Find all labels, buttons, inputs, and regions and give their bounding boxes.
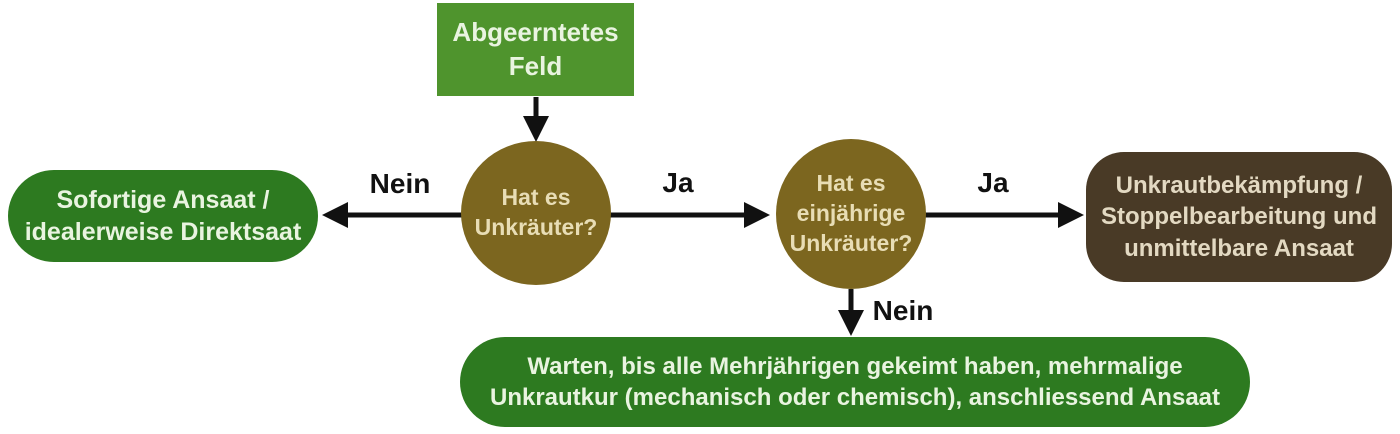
arrow-decision1-to-left	[322, 202, 463, 228]
arrow-start-to-decision1	[523, 97, 549, 142]
node-decision-has-weeds: Hat es Unkräuter?	[461, 141, 611, 285]
node-decision-annual-weeds: Hat es einjährige Unkräuter?	[776, 139, 926, 289]
edge-label-ja-right: Ja	[977, 167, 1009, 198]
node-start-harvested-field: Abgeerntetes Feld	[437, 3, 634, 96]
edge-label-nein-down: Nein	[872, 295, 934, 326]
arrow-decision1-to-decision2	[609, 202, 770, 228]
node-outcome-wait-germinate: Warten, bis alle Mehrjährigen gekeimt ha…	[460, 337, 1250, 427]
arrow-decision2-to-right	[925, 202, 1084, 228]
edge-label-ja-middle: Ja	[662, 167, 694, 198]
node-outcome-weed-control: Unkrautbekämpfung / Stoppelbearbeitung u…	[1086, 152, 1392, 282]
node-outcome-immediate-sowing: Sofortige Ansaat / idealerweise Direktsa…	[8, 170, 318, 262]
edge-label-nein-left: Nein	[369, 168, 431, 199]
